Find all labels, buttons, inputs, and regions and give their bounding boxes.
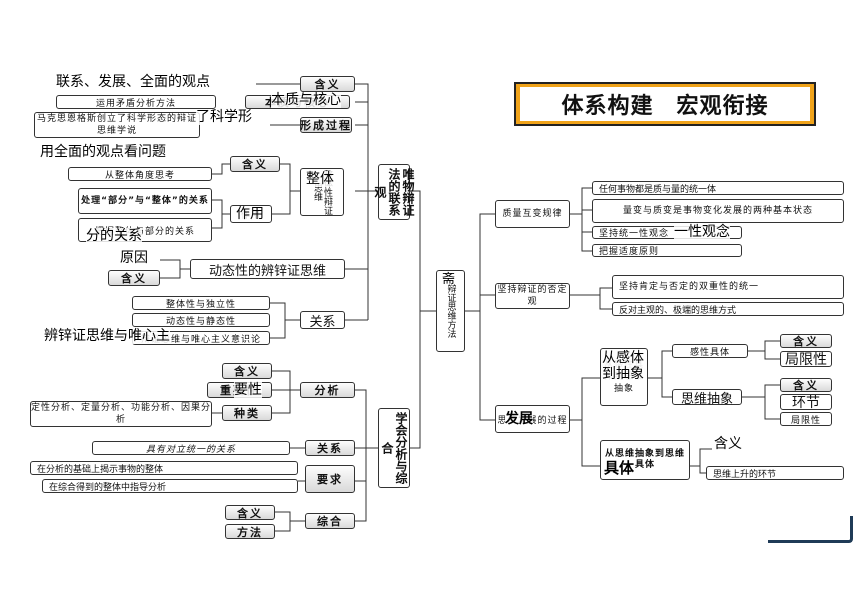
section-title: 体系构建 宏观衔接	[520, 87, 810, 121]
synthesis-meaning-label: 含义	[225, 505, 275, 520]
dynamic-meaning-label: 含义	[108, 270, 160, 286]
marx-handwrite: 了科学形	[196, 109, 252, 125]
corner-bracket	[768, 516, 853, 543]
contact-handwrite: 联系、发展、全面的观点	[56, 74, 210, 90]
thought-node-text: 思维抽象	[680, 391, 733, 405]
quality-item-2: 量变与质变是事物变化发展的两种基本状态	[592, 199, 844, 223]
sensory-node: 感性具体	[672, 344, 748, 358]
quality-item-1: 任何事物都是质与量的统一体	[592, 181, 844, 195]
require-item-1: 在分析的基础上揭示事物的整体	[30, 461, 298, 475]
analysis-types-text: 定性分析、定量分析、功能分析、因果分析	[30, 401, 212, 427]
require-item-2: 在综合得到的整体中指导分析	[42, 479, 298, 493]
whole-node-handwrite: 整体	[306, 171, 334, 187]
concrete-text: 思维上升的环节	[706, 466, 844, 480]
relation-item-2: 动态性与静态性	[132, 313, 270, 327]
whole-meaning-label: 含义	[230, 156, 280, 172]
analysis-types-label: 种类	[222, 405, 272, 421]
relation-item-1: 整体性与独立性	[132, 296, 270, 310]
quality-item-3-handwrite: 一性观念	[674, 224, 730, 240]
thought-link: 环节	[780, 394, 832, 410]
synthesis-method-label: 方法	[225, 524, 275, 539]
negation-item-2: 反对主观的、极端的思维方式	[612, 302, 844, 316]
marx-text: 马克思恩格斯创立了科学形态的辩证思维学说	[34, 112, 200, 138]
center-handwrite: 斋	[442, 272, 456, 287]
contact-meaning-label: 含义	[300, 76, 355, 92]
core-handwrite: 本质与核心	[271, 92, 341, 108]
quality-item-4: 把握适度原则	[592, 244, 742, 257]
sensory-limit: 局限性	[780, 351, 832, 367]
process-label: 形成过程	[300, 117, 352, 133]
sensory-limit-text: 局限性	[785, 352, 827, 367]
dynamic-node-text: 动态性的辨锌证思维	[208, 263, 326, 279]
negation-node: 坚持辩证的否定观	[495, 283, 570, 309]
whole-angle-text: 从整体角度思考	[68, 167, 212, 181]
whole-process-text: 处理“部分”与“整体”的关系	[78, 188, 212, 214]
center-node: 辩证思维方法	[436, 270, 465, 352]
stage2-node: 从思维抽象到思维具体	[600, 440, 690, 480]
dynamic-node: 动态性的辨锌证思维	[190, 259, 345, 279]
concrete-meaning-handwrite: 含义	[714, 436, 742, 452]
abstract-node-handwrite: 发展	[505, 411, 533, 427]
synthesis-label: 综合	[305, 513, 355, 529]
thought-meaning-label: 含义	[780, 378, 832, 392]
whole-view-handwrite: 用全面的观点看问题	[40, 144, 166, 160]
dialectics-node: 唯物辩证法的联系观	[373, 164, 415, 220]
stage1-handwrite: 从感体到抽象	[602, 350, 646, 382]
apply-contradiction-text: 运用矛盾分析方法	[56, 95, 216, 109]
section-title-banner: 体系构建 宏观衔接	[514, 82, 816, 126]
whole-role-handwrite: 作用	[236, 206, 264, 222]
relation-item-3-handwrite: 辨锌证思维与唯心主	[44, 328, 170, 344]
thought-node: 思维抽象	[672, 389, 742, 405]
link-label: 关系	[305, 440, 355, 456]
thought-link-text: 环节	[792, 395, 820, 410]
stage2-handwrite: 具体	[604, 459, 635, 477]
link-text: 具有对立统一的关系	[92, 441, 290, 455]
relation-label: 关系	[300, 311, 345, 329]
negation-item-1: 坚持肯定与否定的双重性的统一	[612, 275, 844, 299]
thought-limit: 局限性	[780, 412, 832, 426]
analysis-meaning-label: 含义	[222, 363, 272, 379]
dynamic-cause-handwrite: 原因	[120, 250, 148, 266]
sensory-meaning-label: 含义	[780, 334, 832, 348]
whole-last-handwrite: 分的关系	[86, 228, 142, 244]
learn-node: 学会分析与综合	[378, 408, 410, 488]
quality-node: 质量互变规律	[495, 200, 570, 228]
analysis-label: 分析	[300, 382, 355, 398]
analysis-important-handwrite: 要性	[234, 382, 262, 398]
require-label: 要求	[305, 465, 355, 493]
